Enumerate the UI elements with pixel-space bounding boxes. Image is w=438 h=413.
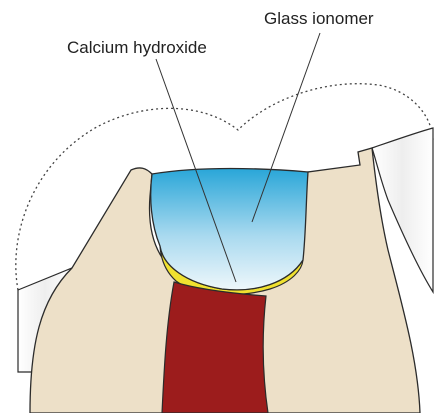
calcium-hydroxide-label: Calcium hydroxide [67, 39, 207, 56]
pulp [162, 282, 268, 413]
glass-ionomer-label: Glass ionomer [264, 10, 374, 27]
